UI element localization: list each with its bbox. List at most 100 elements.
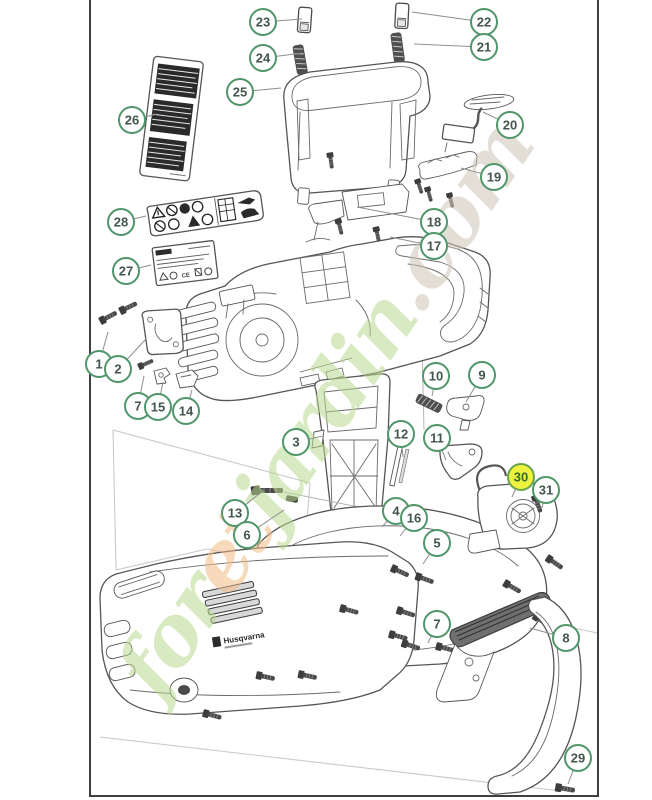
callout-13[interactable]: 13 bbox=[221, 493, 260, 527]
callout-22[interactable]: 22 bbox=[411, 8, 498, 36]
callout-7a[interactable]: 7 bbox=[124, 375, 152, 420]
callout-circle[interactable] bbox=[552, 624, 580, 652]
callout-27[interactable]: 27 bbox=[112, 257, 152, 285]
callout-circle[interactable] bbox=[507, 463, 535, 491]
callout-number: 20 bbox=[503, 118, 517, 133]
callout-number: 19 bbox=[487, 170, 501, 185]
callout-9[interactable]: 9 bbox=[465, 361, 496, 403]
callout-leader-line bbox=[465, 385, 476, 403]
callout-circle[interactable] bbox=[422, 362, 450, 390]
callout-circle[interactable] bbox=[423, 529, 451, 557]
callout-16[interactable]: 16 bbox=[399, 504, 428, 537]
callout-number: 14 bbox=[179, 404, 194, 419]
callout-leader-line bbox=[252, 87, 282, 92]
callout-number: 18 bbox=[427, 215, 441, 230]
callout-circle[interactable] bbox=[480, 163, 508, 191]
callout-circle[interactable] bbox=[387, 420, 415, 448]
callout-leader-line bbox=[411, 11, 472, 21]
callout-circle[interactable] bbox=[221, 499, 249, 527]
callout-circle[interactable] bbox=[532, 476, 560, 504]
callout-number: 30 bbox=[514, 470, 528, 485]
callout-circle[interactable] bbox=[144, 393, 172, 421]
part-spring-21 bbox=[389, 31, 406, 64]
callout-circle[interactable] bbox=[118, 106, 146, 134]
callout-leader-line bbox=[427, 635, 432, 644]
callout-23[interactable]: 23 bbox=[249, 8, 303, 36]
callout-29[interactable]: 29 bbox=[564, 744, 592, 785]
callout-7b[interactable]: 7 bbox=[423, 610, 451, 644]
callout-leader-line bbox=[431, 388, 434, 397]
part-warning-label-26 bbox=[139, 55, 204, 182]
callout-21[interactable]: 21 bbox=[413, 33, 498, 61]
callout-circle[interactable] bbox=[400, 504, 428, 532]
part-cap-23 bbox=[296, 6, 313, 34]
callout-circle[interactable] bbox=[226, 78, 254, 106]
callout-circle[interactable] bbox=[107, 208, 135, 236]
part-bracket-14 bbox=[175, 369, 199, 389]
callout-circle[interactable] bbox=[470, 33, 498, 61]
callout-number: 22 bbox=[477, 15, 491, 30]
part-safety-pictogram-label-28 bbox=[146, 190, 264, 237]
part-gasket-2 bbox=[141, 308, 184, 356]
callout-28[interactable]: 28 bbox=[107, 208, 147, 236]
callout-2[interactable]: 2 bbox=[104, 338, 147, 383]
callout-8[interactable]: 8 bbox=[529, 624, 580, 652]
callout-circle[interactable] bbox=[420, 232, 448, 260]
callout-number: 3 bbox=[292, 435, 299, 450]
callout-3[interactable]: 3 bbox=[282, 428, 324, 456]
callout-number: 8 bbox=[562, 631, 569, 646]
callout-circle[interactable] bbox=[423, 424, 451, 452]
part-throttle-lock-9 bbox=[446, 395, 485, 431]
callout-circle[interactable] bbox=[104, 355, 132, 383]
callout-circle[interactable] bbox=[423, 610, 451, 638]
callout-leader-line bbox=[511, 488, 517, 498]
callout-number: 31 bbox=[539, 483, 553, 498]
callout-24[interactable]: 24 bbox=[249, 44, 304, 72]
callout-30[interactable]: 30 bbox=[507, 463, 535, 498]
callout-14[interactable]: 14 bbox=[172, 389, 200, 425]
callout-number: 7 bbox=[433, 617, 440, 632]
callout-5[interactable]: 5 bbox=[422, 529, 451, 565]
callout-circle[interactable] bbox=[468, 361, 496, 389]
callout-10[interactable]: 10 bbox=[422, 362, 450, 397]
callout-11[interactable]: 11 bbox=[423, 424, 451, 461]
callout-19[interactable]: 19 bbox=[460, 163, 508, 191]
callout-number: 24 bbox=[256, 51, 271, 66]
callout-31[interactable]: 31 bbox=[532, 476, 560, 509]
callout-15[interactable]: 15 bbox=[144, 381, 172, 421]
callout-number: 28 bbox=[114, 215, 128, 230]
part-screw-7 bbox=[136, 357, 155, 371]
callout-20[interactable]: 20 bbox=[482, 111, 524, 139]
callout-circle[interactable] bbox=[496, 111, 524, 139]
callout-circle[interactable] bbox=[282, 428, 310, 456]
callout-17[interactable]: 17 bbox=[389, 232, 448, 260]
callout-circle[interactable] bbox=[172, 397, 200, 425]
callout-leader-line bbox=[126, 338, 147, 360]
callout-number: 17 bbox=[427, 239, 441, 254]
callout-number: 23 bbox=[256, 15, 270, 30]
callout-number: 11 bbox=[430, 431, 444, 446]
callout-leader-line bbox=[138, 264, 152, 269]
callout-6[interactable]: 6 bbox=[233, 509, 285, 549]
callout-26[interactable]: 26 bbox=[118, 106, 158, 134]
part-throttle-bracket-19 bbox=[413, 151, 478, 209]
callout-leader-line bbox=[244, 493, 260, 506]
part-bracket-18-17 bbox=[305, 151, 410, 244]
callout-12[interactable]: 12 bbox=[387, 420, 415, 458]
callout-leader-line bbox=[413, 43, 472, 47]
callout-leader-line bbox=[356, 206, 422, 221]
diagram-frame bbox=[89, 0, 599, 797]
callout-leader-line bbox=[102, 331, 109, 352]
callout-circle[interactable] bbox=[233, 521, 261, 549]
callout-number: 5 bbox=[433, 536, 440, 551]
callout-leader-line bbox=[140, 375, 145, 394]
callout-circle[interactable] bbox=[564, 744, 592, 772]
callout-number: 21 bbox=[477, 40, 491, 55]
callout-circle[interactable] bbox=[112, 257, 140, 285]
callout-circle[interactable] bbox=[249, 8, 277, 36]
callout-25[interactable]: 25 bbox=[226, 78, 282, 106]
callout-circle[interactable] bbox=[249, 44, 277, 72]
callout-18[interactable]: 18 bbox=[356, 206, 448, 236]
